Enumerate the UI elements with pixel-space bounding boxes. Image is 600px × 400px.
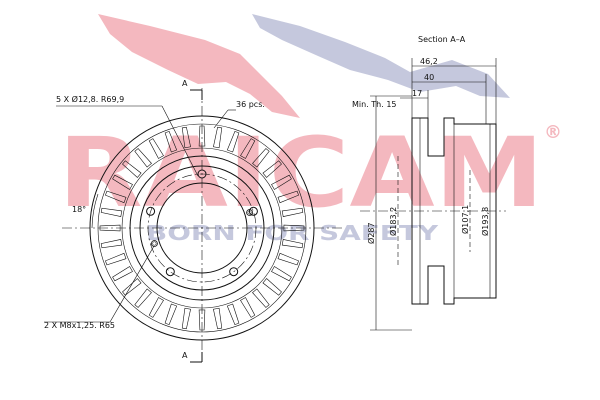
- section-profile: [411, 117, 497, 305]
- dim-d-center: Ø107,1: [460, 205, 470, 234]
- holes-leader-2: [161, 105, 199, 177]
- dim-d-outer: Ø287: [366, 222, 376, 244]
- holes-label: 5 X Ø12,8. R69,9: [56, 94, 124, 104]
- cooling-vane: [240, 138, 256, 159]
- cooling-vane: [252, 148, 270, 168]
- threads-label: 2 X M8x1,25. R65: [44, 321, 115, 330]
- cooling-vane: [271, 266, 292, 282]
- dim-d-hat: Ø193,8: [480, 207, 490, 236]
- brand-tagline: BORN FOR SAFETY: [146, 221, 439, 245]
- vanes-label: 36 pcs.: [236, 100, 265, 109]
- cooling-vane: [198, 125, 206, 147]
- thread-hole-core: [152, 241, 157, 246]
- cooling-vanes: [99, 125, 305, 331]
- cooling-vane: [148, 138, 164, 159]
- cooling-vane: [122, 160, 142, 178]
- cooling-vane: [181, 307, 191, 330]
- thread-hole: [246, 209, 254, 216]
- bolt-hole: [146, 206, 156, 216]
- dim-min-th-value: 17: [412, 89, 422, 98]
- angle-label: 18°: [72, 205, 86, 214]
- dim-min-th-label: Min. Th. 15: [352, 100, 397, 109]
- grey-cat-shape: [252, 14, 510, 98]
- bolt-hole: [165, 267, 175, 277]
- bolt-hole: [248, 206, 258, 216]
- front-view: A A 5 X Ø12,8. R69,9 36 pcs. 18° 2 X M8x…: [44, 79, 342, 363]
- brand-wordmark: RAICAM: [58, 117, 544, 229]
- cooling-vane: [105, 190, 127, 204]
- cooling-vane: [112, 174, 133, 190]
- cooling-vane: [122, 278, 142, 296]
- section-title: Section A–A: [418, 35, 466, 44]
- cooling-vane: [271, 174, 292, 190]
- cooling-vane: [240, 297, 256, 318]
- threads-leader-2: [109, 245, 155, 323]
- section-view: Section A–A 46,2 40 17 Min. Th. 15 Ø287 …: [352, 35, 506, 331]
- dim-d-inner-ring: Ø183,2: [388, 207, 398, 236]
- vanes-leader-2: [213, 109, 229, 129]
- cooling-vane: [99, 224, 121, 232]
- cooling-vane: [100, 239, 123, 249]
- angle-arc: [91, 193, 99, 229]
- cooling-vane: [134, 288, 152, 308]
- cooling-vane: [105, 252, 127, 266]
- cooling-vane: [134, 148, 152, 168]
- bolt-hole: [229, 267, 239, 277]
- pink-cat-shape: [98, 14, 300, 118]
- thread-hole-core: [247, 210, 252, 215]
- cooling-vane: [112, 266, 133, 282]
- thread-holes: [150, 209, 254, 247]
- cooling-vane: [277, 252, 299, 266]
- cooling-vane: [213, 126, 223, 149]
- cooling-vane: [283, 224, 305, 232]
- cooling-vane: [262, 160, 282, 178]
- cooling-vane: [181, 126, 191, 149]
- cooling-vane: [164, 303, 178, 325]
- dim-hat-width: 40: [424, 73, 434, 82]
- thread-hole: [150, 240, 158, 247]
- section-mark-bottom: A: [182, 351, 188, 360]
- cooling-vane: [262, 278, 282, 296]
- cooling-vane: [100, 207, 123, 217]
- section-mark-top: A: [182, 79, 188, 88]
- registered-mark: ®: [544, 122, 562, 143]
- cooling-vane: [198, 309, 206, 331]
- cooling-vane: [281, 207, 304, 217]
- cooling-vane: [213, 307, 223, 330]
- cooling-vane: [252, 288, 270, 308]
- cooling-vane: [148, 297, 164, 318]
- cooling-vane: [277, 190, 299, 204]
- cooling-vane: [226, 303, 240, 325]
- cooling-vane: [281, 239, 304, 249]
- dim-total-width: 46,2: [420, 57, 438, 66]
- cooling-vane: [164, 131, 178, 153]
- cooling-vane: [226, 131, 240, 153]
